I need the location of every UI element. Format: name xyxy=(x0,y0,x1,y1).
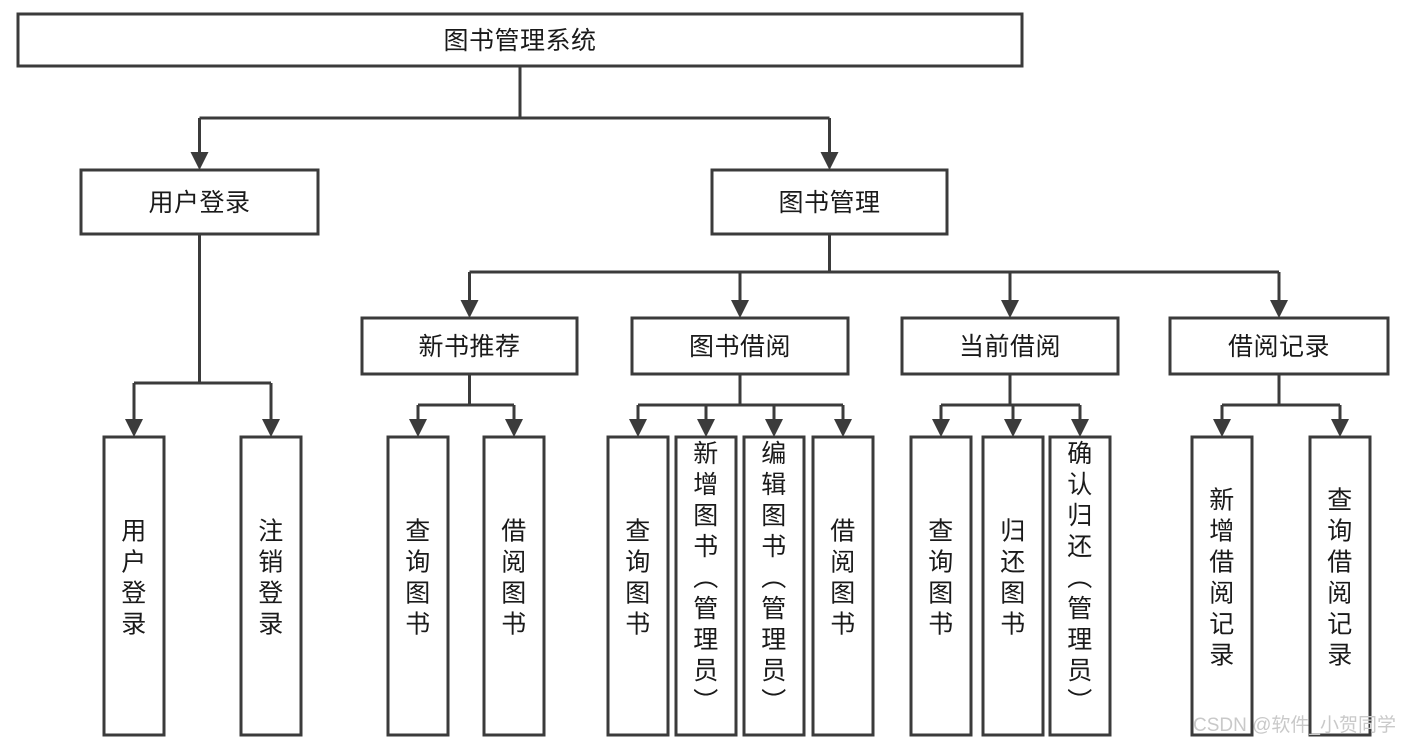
node-label: 确认归还︵管理员︶ xyxy=(1067,440,1093,716)
arrow-head-icon xyxy=(1071,419,1089,437)
arrow-head-icon xyxy=(460,300,479,318)
node-l3-3[interactable]: 借阅记录 xyxy=(1168,316,1390,376)
arrow-head-icon xyxy=(697,419,715,437)
node-l2-1[interactable]: 图书管理 xyxy=(710,168,949,236)
node-box xyxy=(482,435,546,737)
arrow-head-icon xyxy=(1331,419,1349,437)
node-box xyxy=(102,435,166,737)
arrow-head-icon xyxy=(1001,300,1019,318)
arrow-head-icon xyxy=(125,419,143,437)
node-box xyxy=(239,435,303,737)
arrow-head-icon xyxy=(932,419,950,437)
node-label: 新书推荐 xyxy=(418,333,520,361)
arrow-head-icon xyxy=(820,152,839,170)
node-box xyxy=(386,435,450,737)
node-leaf-8[interactable]: 查询图书 xyxy=(909,435,973,737)
arrow-head-icon xyxy=(409,419,427,437)
node-leaf-2[interactable]: 查询图书 xyxy=(386,435,450,737)
node-leaf-1[interactable]: 注销登录 xyxy=(239,435,303,737)
node-label: 编辑图书︵管理员︶ xyxy=(761,440,787,716)
node-box xyxy=(742,435,806,737)
node-box xyxy=(360,316,579,376)
node-l3-2[interactable]: 当前借阅 xyxy=(900,316,1120,376)
node-leaf-10[interactable]: 确认归还︵管理员︶ xyxy=(1048,435,1112,737)
node-box xyxy=(909,435,973,737)
node-leaf-11[interactable]: 新增借阅记录 xyxy=(1190,435,1254,737)
node-label: 查询图书 xyxy=(405,518,431,639)
node-box xyxy=(79,168,320,236)
node-label: 查询借阅记录 xyxy=(1327,487,1353,670)
arrow-head-icon xyxy=(1004,419,1022,437)
arrow-head-icon xyxy=(629,419,647,437)
node-l3-1[interactable]: 图书借阅 xyxy=(630,316,850,376)
nodes-layer: 图书管理系统用户登录图书管理新书推荐图书借阅当前借阅借阅记录用户登录注销登录查询… xyxy=(16,12,1390,737)
node-label: 用户登录 xyxy=(148,189,250,217)
arrow-head-icon xyxy=(190,152,209,170)
node-box xyxy=(630,316,850,376)
node-leaf-5[interactable]: 新增图书︵管理员︶ xyxy=(674,435,738,737)
node-box xyxy=(1308,435,1372,737)
node-box xyxy=(16,12,1024,68)
node-leaf-4[interactable]: 查询图书 xyxy=(606,435,670,737)
node-root-0[interactable]: 图书管理系统 xyxy=(16,12,1024,68)
csdn-watermark: CSDN @软件_小贺同学 xyxy=(1193,714,1396,736)
node-label: 归还图书 xyxy=(1000,518,1026,639)
node-leaf-12[interactable]: 查询借阅记录 xyxy=(1308,435,1372,737)
node-box xyxy=(710,168,949,236)
connectors-layer xyxy=(125,66,1349,437)
arrow-head-icon xyxy=(505,419,523,437)
arrow-head-icon xyxy=(262,419,280,437)
arrow-head-icon xyxy=(765,419,783,437)
node-box xyxy=(811,435,875,737)
node-label: 查询图书 xyxy=(625,518,651,639)
node-label: 当前借阅 xyxy=(959,333,1061,361)
node-box xyxy=(1190,435,1254,737)
node-box xyxy=(606,435,670,737)
node-box xyxy=(900,316,1120,376)
node-box xyxy=(981,435,1045,737)
arrow-head-icon xyxy=(1270,300,1288,318)
node-label: 借阅图书 xyxy=(830,518,856,639)
node-leaf-9[interactable]: 归还图书 xyxy=(981,435,1045,737)
node-label: 图书管理系统 xyxy=(443,27,596,55)
node-label: 新增借阅记录 xyxy=(1209,487,1235,670)
node-label: 用户登录 xyxy=(121,518,147,639)
arrow-head-icon xyxy=(1213,419,1231,437)
node-label: 图书管理 xyxy=(778,189,880,217)
node-label: 借阅图书 xyxy=(501,518,527,639)
node-label: 图书借阅 xyxy=(689,333,791,361)
arrow-head-icon xyxy=(834,419,852,437)
node-leaf-7[interactable]: 借阅图书 xyxy=(811,435,875,737)
node-leaf-0[interactable]: 用户登录 xyxy=(102,435,166,737)
node-box xyxy=(674,435,738,737)
node-leaf-3[interactable]: 借阅图书 xyxy=(482,435,546,737)
node-label: 查询图书 xyxy=(928,518,954,639)
node-l3-0[interactable]: 新书推荐 xyxy=(360,316,579,376)
node-box xyxy=(1048,435,1112,737)
node-leaf-6[interactable]: 编辑图书︵管理员︶ xyxy=(742,435,806,737)
node-l2-0[interactable]: 用户登录 xyxy=(79,168,320,236)
arrow-head-icon xyxy=(731,300,749,318)
node-box xyxy=(1168,316,1390,376)
node-label: 注销登录 xyxy=(258,518,284,639)
node-label: 新增图书︵管理员︶ xyxy=(693,440,719,716)
node-label: 借阅记录 xyxy=(1228,333,1330,361)
